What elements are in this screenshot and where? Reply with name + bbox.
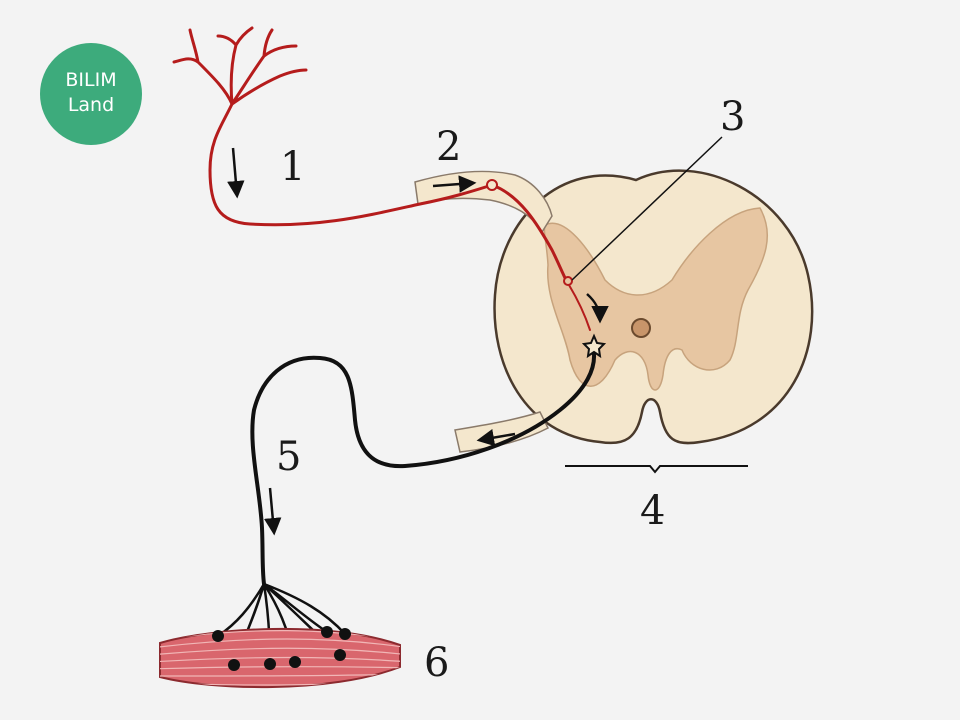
- arrow-interneuron: [586, 293, 609, 324]
- label-2: 2: [436, 124, 461, 170]
- nerve-ending-dot: [334, 649, 346, 661]
- motor-neuron: [216, 333, 607, 667]
- muscle-effector: [159, 626, 401, 689]
- motor-axon: [250, 345, 597, 586]
- nerve-ending-dot: [264, 658, 276, 670]
- central-canal: [631, 318, 651, 338]
- label-4: 4: [640, 488, 665, 534]
- receptor-dendrites: [172, 26, 308, 106]
- logo-line2: Land: [68, 94, 114, 116]
- label-6: 6: [424, 640, 449, 686]
- interneuron-body: [563, 276, 573, 286]
- sensory-axon: [208, 102, 569, 284]
- arrow-down-motor: [264, 487, 282, 536]
- arrow-down-sensory: [227, 147, 245, 199]
- neuromuscular-junctions: [212, 626, 351, 671]
- dorsal-root: [414, 170, 553, 234]
- nerve-ending-dot: [289, 656, 301, 668]
- motor-neuron-body: [581, 333, 607, 359]
- label-4-bracket: [565, 465, 748, 474]
- nerve-ending-dot: [228, 659, 240, 671]
- nerve-ending-dot: [321, 626, 333, 638]
- sensory-neuron: [172, 26, 591, 331]
- label-3-pointer: [571, 136, 723, 281]
- label-1: 1: [280, 144, 305, 190]
- motor-nerve-endings: [216, 582, 347, 667]
- label-3: 3: [720, 94, 745, 140]
- bilimland-logo: BILIM Land: [40, 43, 142, 145]
- arrow-left-ventral-root: [476, 429, 516, 447]
- label-5: 5: [276, 434, 301, 480]
- logo-line1: BILIM: [65, 69, 116, 91]
- sensory-ganglion-cell: [486, 179, 498, 191]
- nerve-ending-dot: [212, 630, 224, 642]
- sensory-interneuron-link: [568, 284, 591, 331]
- ventral-root: [454, 411, 550, 453]
- arrow-right-dorsal-root: [432, 175, 477, 193]
- nerve-ending-dot: [339, 628, 351, 640]
- logo-circle: [40, 43, 142, 145]
- direction-arrows: [227, 147, 609, 536]
